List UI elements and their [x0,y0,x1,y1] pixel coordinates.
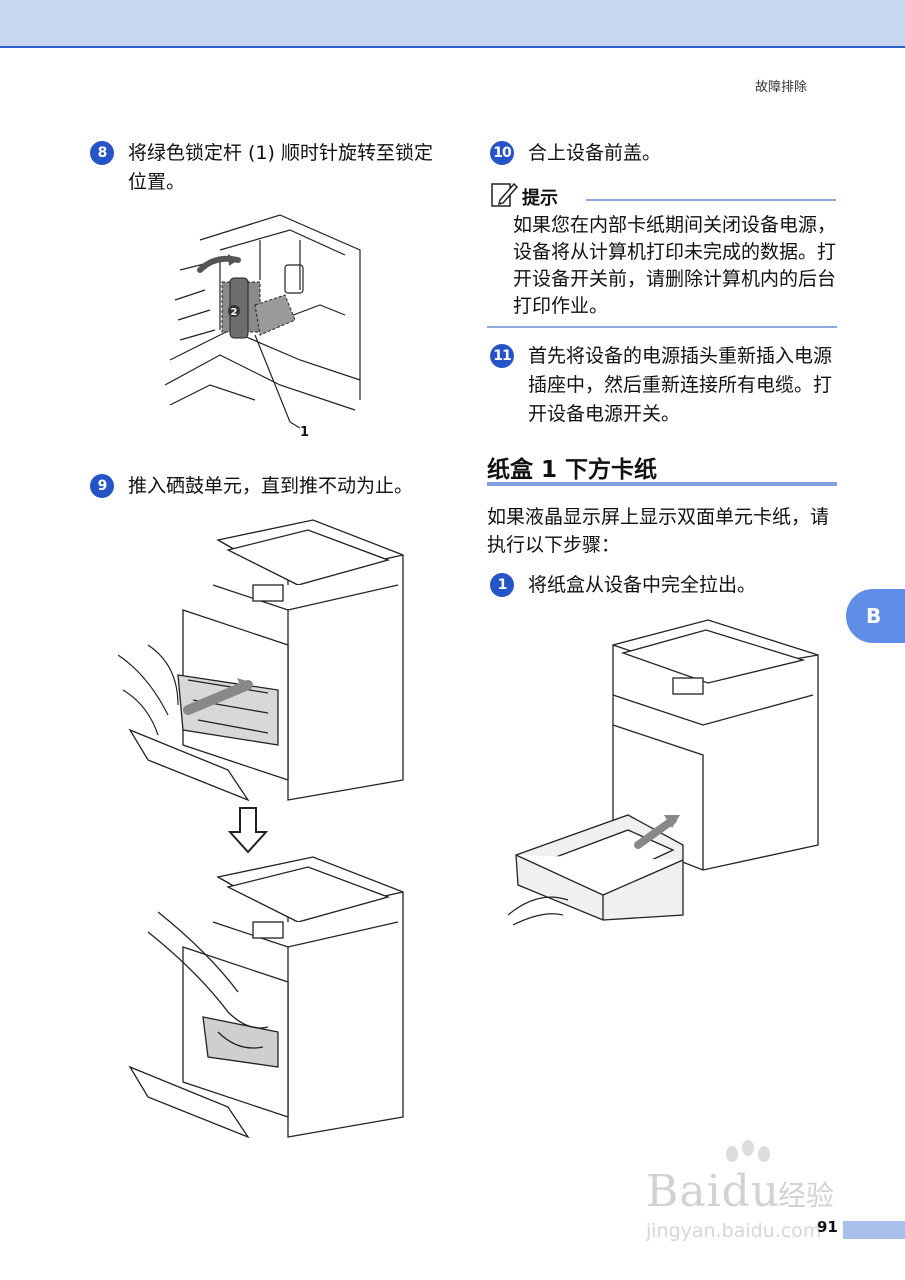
step-1: 1 将纸盒从设备中完全拉出。 [490,571,835,600]
printer-push-illustration [118,515,408,805]
step-9: 9 推入硒鼓单元，直到推不动为止。 [90,472,450,501]
note-bottom-rule [487,326,837,328]
step-text: 将绿色锁定杆 (1) 顺时针旋转至锁定位置。 [128,142,433,193]
section-intro: 如果液晶显示屏上显示双面单元卡纸，请执行以下步骤： [487,506,830,556]
step-number: 9 [90,474,114,498]
baidu-watermark: Baidu 经验 jingyan.baidu.com [640,1140,860,1270]
watermark-url: jingyan.baidu.com [646,1220,822,1242]
section-header: 故障排除 [754,80,807,95]
step-number: 11 [490,344,514,368]
note-label: 提示 [522,188,558,209]
note-text: 如果您在内部卡纸期间关闭设备电源，设备将从计算机打印未完成的数据。打开设备开关前… [513,214,837,317]
appendix-tab: B [846,589,905,643]
step-8: 8 将绿色锁定杆 (1) 顺时针旋转至锁定位置。 [90,139,440,197]
paw-logo-icon [726,1140,770,1162]
note-pencil-icon [491,182,518,207]
step-number: 10 [490,141,514,165]
watermark-brand: Baidu [646,1166,781,1217]
step-10: 10 合上设备前盖。 [490,139,840,168]
printer-closed-drum-illustration [118,852,408,1142]
step-text: 将纸盒从设备中完全拉出。 [528,574,757,596]
header-rule [0,46,905,48]
header-band [0,0,905,46]
step-11: 11 首先将设备的电源插头重新插入电源插座中，然后重新连接所有电缆。打开设备电源… [490,342,840,429]
page-number: 91 [817,1218,838,1236]
paper-tray-illustration [508,615,823,935]
note-rule [586,199,836,201]
step-text: 推入硒鼓单元，直到推不动为止。 [128,475,414,497]
down-arrow-icon [228,806,268,854]
section-rule [487,482,837,486]
watermark-cn: 经验 [778,1179,835,1212]
callout-label: 1 [300,425,309,440]
note-header: 提示 [490,180,836,214]
section-title: 纸盒 1 下方卡纸 [487,457,658,483]
lever-label: 2 [231,307,238,318]
step-text: 首先将设备的电源插头重新插入电源插座中，然后重新连接所有电缆。打开设备电源开关。 [528,345,833,425]
lever-illustration: 2 1 [160,210,370,440]
step-number: 8 [90,141,114,165]
page-number-band [843,1221,905,1239]
step-number: 1 [490,573,514,597]
step-text: 合上设备前盖。 [528,142,662,164]
